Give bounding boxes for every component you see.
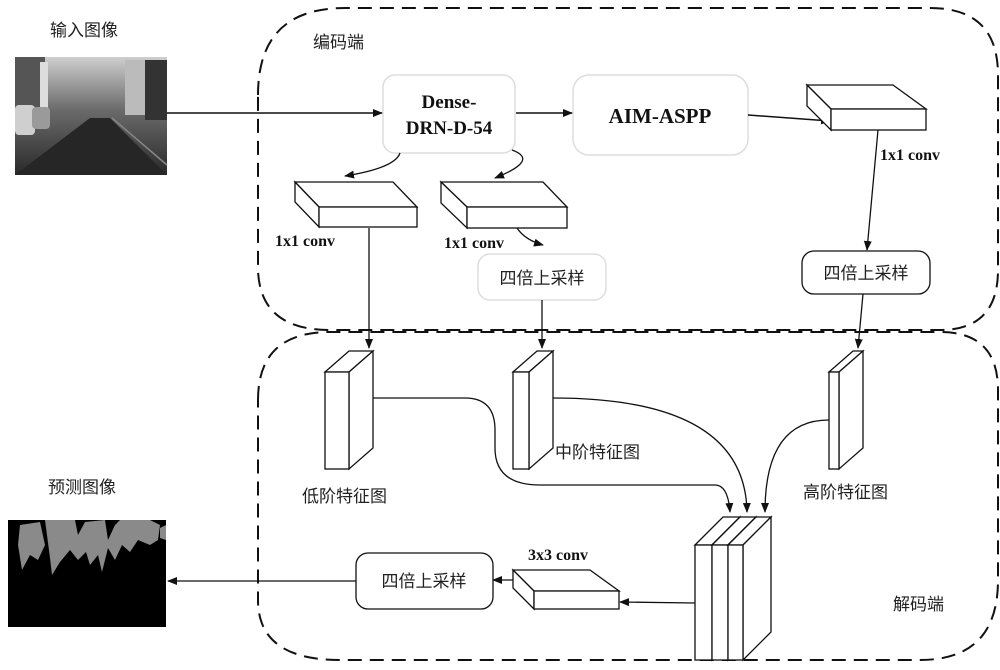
concat-feature-stack xyxy=(693,515,773,662)
input-image-label: 输入图像 xyxy=(50,21,118,41)
low-conv-block xyxy=(293,180,419,229)
conv3x3-block xyxy=(511,568,622,611)
arrow-aspp-to-block xyxy=(747,114,831,125)
aspp-label: AIM-ASPP xyxy=(609,104,712,128)
arrow-mid-conv-to-upsample xyxy=(516,227,544,247)
arrow-backbone-to-low xyxy=(344,152,401,179)
arrow-low-to-concat xyxy=(373,397,734,513)
arrow-backbone-to-mid xyxy=(494,149,524,179)
low-feature-map xyxy=(323,349,375,471)
predicted-image xyxy=(8,520,166,627)
upsample-high-label: 四倍上采样 xyxy=(824,264,909,284)
backbone-label-1: Dense- xyxy=(422,92,477,113)
low-feature-label: 低阶特征图 xyxy=(302,487,387,507)
arrow-high-conv-to-upsample xyxy=(863,129,879,251)
decoder-region xyxy=(257,331,999,661)
conv3x3-label: 3x3 conv xyxy=(528,547,588,564)
mid-feature-map xyxy=(511,349,555,471)
arrow-high-to-concat xyxy=(761,419,830,513)
backbone-box xyxy=(382,74,516,154)
conv1x1-high-label: 1x1 conv xyxy=(880,147,940,164)
upsample-high-box xyxy=(801,250,931,295)
mid-feature-label: 中阶特征图 xyxy=(555,443,640,463)
conv1x1-mid-label: 1x1 conv xyxy=(444,235,504,252)
high-feature-label: 高阶特征图 xyxy=(803,483,888,503)
encoder-label: 编码端 xyxy=(313,33,364,53)
upsample-mid-label: 四倍上采样 xyxy=(500,269,585,289)
arrow-to-high-feature xyxy=(854,293,864,349)
upsample-out-label: 四倍上采样 xyxy=(382,572,467,592)
arrow-concat-to-conv3x3 xyxy=(619,598,696,607)
arrow-mid-to-concat xyxy=(552,397,751,513)
mid-conv-block xyxy=(439,180,569,230)
high-feature-map xyxy=(827,349,865,471)
aspp-output-block xyxy=(805,83,928,132)
conv1x1-low-label: 1x1 conv xyxy=(275,233,335,250)
encoder-region xyxy=(257,7,999,331)
predicted-image-label: 预测图像 xyxy=(48,478,116,498)
input-image xyxy=(15,57,168,175)
backbone-label-2: DRN-D-54 xyxy=(406,118,493,139)
decoder-label: 解码端 xyxy=(893,595,944,615)
